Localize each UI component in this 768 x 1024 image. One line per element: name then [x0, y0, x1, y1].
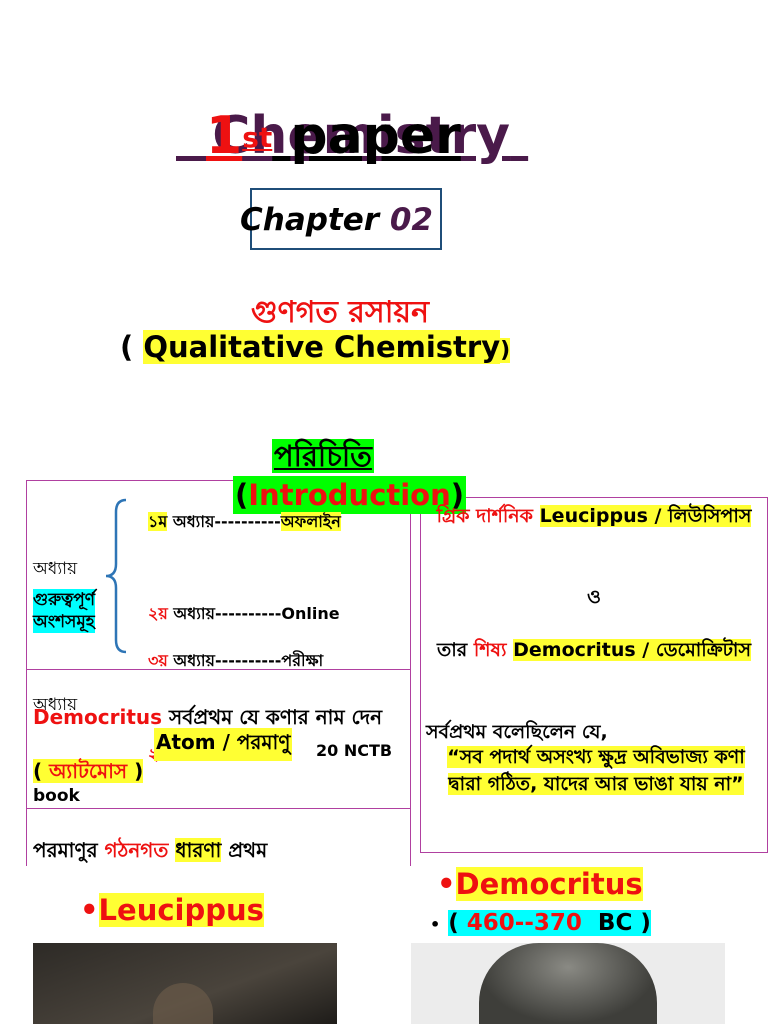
chapter-label: Chapter 02 [240, 202, 433, 238]
right-l2-a: তার [436, 639, 468, 661]
important-label-line1: গুরুত্বপূর্ণ [33, 590, 96, 610]
row3-text: অধ্যায়---------- [173, 651, 282, 670]
important-label-line2: অংশসমূহ [33, 612, 95, 632]
subtitle: ( Qualitative Chemistry) [120, 330, 511, 364]
row1-num: ১ম [148, 512, 168, 531]
left-box-structure [26, 808, 411, 868]
important-parts-label: গুরুত্বপূর্ণ অংশসমূহ [33, 589, 96, 633]
structure-mask [26, 866, 426, 896]
quote-text: “সব পদার্থ অসংখ্য ক্ষুদ্র অবিভাজ্য কণা দ… [447, 746, 745, 795]
atomos-text: অ্যাটমোস [49, 759, 128, 783]
intro-text: Introduction [248, 478, 451, 512]
row1-end: অফলাইন [280, 512, 341, 531]
intro-bengali-text: পরিচিতি [272, 439, 374, 473]
right-line-2: তার শিষ্য Democritus / ডেমোক্রিটাস [420, 637, 768, 664]
democritus-bust [411, 943, 725, 1024]
atom-text: Atom / পরমাণু [156, 730, 291, 754]
years-range: 460--370 [466, 910, 582, 936]
democritus-name: Democritus [33, 705, 163, 729]
row2-text: অধ্যায়---------- [173, 604, 282, 623]
atomos-line: ( অ্যাটমোস ) [33, 757, 144, 790]
subtitle-text: Qualitative Chemistry [143, 330, 501, 364]
bullet-icon: • [437, 867, 456, 901]
atomos-open: ( [33, 759, 43, 783]
title-chemistry-text: Chemistry [212, 106, 511, 166]
democritus-heading-name: Democritus [455, 867, 643, 901]
years-close: ) [640, 910, 651, 936]
bullet-icon: • [80, 893, 99, 927]
right-l3-text: সর্বপ্রথম বলেছিলেন যে, [426, 721, 608, 743]
nctb-label: 20 NCTB [316, 741, 392, 760]
democritus-rest: সর্বপ্রথম যে কণার নাম দেন [169, 705, 383, 729]
right-and: ও [420, 583, 768, 615]
chapter-word: Chapter [240, 202, 380, 238]
years-open: ( [448, 910, 459, 936]
right-quote: “সব পদার্থ অসংখ্য ক্ষুদ্র অবিভাজ্য কণা দ… [428, 744, 764, 798]
bust-head [479, 943, 657, 1024]
title-paper: 1st paper [206, 106, 461, 166]
right-line-3: সর্বপ্রথম বলেছিলেন যে, [426, 718, 608, 750]
atom-label: Atom / পরমাণু [154, 728, 293, 761]
chapter-number: 02 [389, 202, 433, 238]
subtitle-close-paren: ) [500, 338, 511, 363]
structure-t1: পরমাণুর [33, 838, 98, 862]
chapter-row-2: ২য় অধ্যায়----------Online [148, 601, 340, 628]
leucippus-heading: •Leucippus [80, 893, 264, 927]
right-line-1: গ্রিক দার্শনিক Leucippus / লিউসিপাস [420, 503, 768, 530]
title-paper-text: paper [290, 106, 461, 166]
title-superscript: st [242, 121, 273, 154]
row2-end: Online [281, 604, 340, 623]
title-number: 1 [206, 106, 243, 166]
structure-t2: গঠনগত [104, 838, 169, 862]
intro-heading: (Introduction) [233, 476, 467, 514]
democritus-years: • ( 460--370 BC ) [430, 910, 651, 936]
democritus-heading: •Democritus [437, 867, 643, 901]
overlap-chapter-word-text: অধ্যায় [33, 695, 78, 715]
chapter-label-1: অধ্যায় [33, 556, 77, 584]
row3-num: ৩য় [148, 651, 168, 670]
right-and-text: ও [587, 586, 601, 608]
bengali-title: গুণগত রসায়ন [0, 288, 680, 339]
intro-close-paren: ) [450, 478, 465, 512]
leucippus-name: Leucippus [98, 893, 264, 927]
title-chemistry: Chemistry [176, 46, 528, 166]
book-text: book [33, 786, 80, 806]
row2-num: ২য় [148, 604, 168, 623]
structure-t4: প্রথম [228, 838, 268, 862]
right-l2-red: শিষ্য [473, 639, 507, 661]
overlap-chapter-word: অধ্যায় [33, 692, 77, 720]
chapter-row-3: ৩য় অধ্যায়----------পরীক্ষা [148, 648, 323, 675]
small-bullet-icon: • [430, 915, 441, 934]
intro-bengali: পরিচিতি [272, 438, 374, 474]
years-bc: BC [597, 910, 633, 936]
atomos-close: ) [134, 759, 144, 783]
portrait-highlight [153, 983, 213, 1024]
curly-brace-icon [105, 498, 127, 654]
democritus-line: Democritus সর্বপ্রথম যে কণার নাম দেন [33, 703, 382, 736]
structure-t3: ধারণা [175, 838, 222, 862]
subtitle-open-paren: ( [120, 330, 134, 364]
leucippus-highlight: Leucippus / লিউসিপাস [539, 505, 752, 527]
book-label: book [33, 786, 80, 806]
structure-line: পরমাণুর গঠনগত ধারণা প্রথম [33, 836, 267, 869]
intro-open-paren: ( [235, 478, 249, 512]
chapter-label-1-text: অধ্যায় [33, 559, 78, 579]
chapter-row-1: ১ম অধ্যায়----------অফলাইন [148, 509, 341, 536]
greek-philosopher: গ্রিক দার্শনিক [436, 505, 533, 527]
row3-end: পরীক্ষা [281, 651, 324, 670]
right-box-history [420, 497, 768, 853]
bengali-title-text: গুণগত রসায়ন [251, 295, 429, 330]
democritus-highlight: Democritus / ডেমোক্রিটাস [513, 639, 751, 661]
row1-text: অধ্যায়---------- [172, 512, 281, 531]
chapter-box [250, 188, 442, 250]
leucippus-portrait [33, 943, 337, 1024]
nctb-text: 20 NCTB [316, 741, 393, 760]
